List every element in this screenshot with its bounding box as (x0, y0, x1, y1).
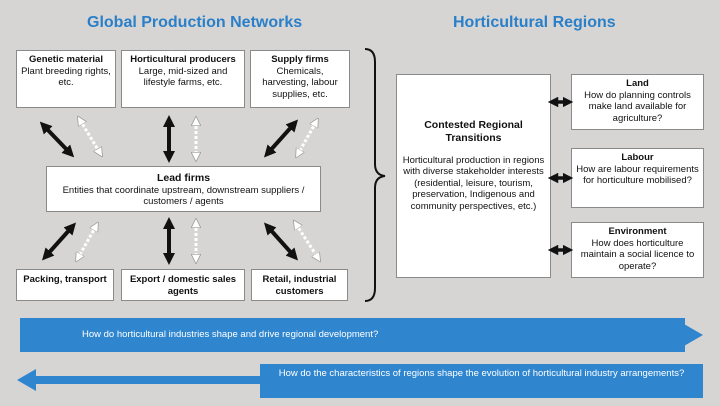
lead-firms-title: Lead firms (156, 172, 211, 184)
lead-firms-body: Entities that coordinate upstream, downs… (62, 184, 305, 208)
horticultural-producers-title: Horticultural producers (130, 54, 236, 65)
title-horticultural-regions: Horticultural Regions (453, 14, 616, 31)
backward-question-text: How do the characteristics of regions sh… (278, 368, 685, 379)
genetic-material-title: Genetic material (29, 54, 103, 65)
export-sales-agents-title: Export / domestic sales agents (129, 274, 237, 297)
export-sales-agents-box: Export / domestic sales agents (121, 269, 245, 301)
environment-title: Environment (608, 226, 667, 237)
contested-regional-transitions-box: Contested Regional Transitions Horticult… (396, 74, 551, 278)
environment-body: How does horticulture maintain a social … (580, 237, 695, 272)
packing-transport-box: Packing, transport (16, 269, 114, 301)
title-global-production-networks: Global Production Networks (87, 14, 303, 31)
retail-customers-title: Retail, industrial customers (262, 274, 337, 297)
horticultural-producers-box: Horticultural producers Large, mid-sized… (121, 50, 245, 108)
dashed-arrow-genetic-lead (80, 120, 100, 153)
horticultural-producers-body: Large, mid-sized and lifestyle farms, et… (138, 65, 228, 89)
supply-firms-box: Supply firms Chemicals, harvesting, labo… (250, 50, 350, 108)
solid-arrow-genetic-lead (39, 121, 75, 158)
backward-arrowhead (17, 369, 36, 391)
lead-firms-box: Lead firms Entities that coordinate upst… (46, 166, 321, 212)
labour-title: Labour (621, 152, 654, 163)
contested-body: Horticultural production in regions with… (402, 154, 545, 212)
land-title: Land (626, 78, 649, 89)
forward-question-text: How do horticultural industries shape an… (82, 329, 379, 340)
solid-arrow-lead-retail (263, 222, 299, 261)
backward-arrow-shaft (35, 376, 261, 384)
land-box: Land How do planning controls make land … (571, 74, 704, 130)
packing-transport-title: Packing, transport (23, 274, 107, 285)
labour-body: How are labour requirements for horticul… (576, 163, 699, 187)
land-body: How do planning controls make land avail… (584, 89, 691, 124)
forward-question-band: How do horticultural industries shape an… (20, 318, 685, 352)
genetic-material-body: Plant breeding rights, etc. (21, 65, 111, 89)
curly-bracket (364, 48, 386, 302)
dashed-arrow-lead-packing (78, 226, 96, 258)
dashed-arrow-supply-lead (298, 122, 316, 154)
environment-box: Environment How does horticulture mainta… (571, 222, 704, 278)
dashed-arrow-lead-retail (296, 224, 318, 258)
retail-customers-box: Retail, industrial customers (251, 269, 348, 301)
contested-title: Contested Regional Transitions (424, 119, 523, 144)
solid-arrow-lead-packing (41, 222, 77, 261)
genetic-material-box: Genetic material Plant breeding rights, … (16, 50, 116, 108)
supply-firms-body: Chemicals, harvesting, labour supplies, … (262, 65, 338, 100)
forward-arrowhead (684, 324, 703, 346)
supply-firms-title: Supply firms (271, 54, 329, 65)
backward-question-band: How do the characteristics of regions sh… (260, 364, 703, 398)
solid-arrow-supply-lead (263, 119, 299, 158)
